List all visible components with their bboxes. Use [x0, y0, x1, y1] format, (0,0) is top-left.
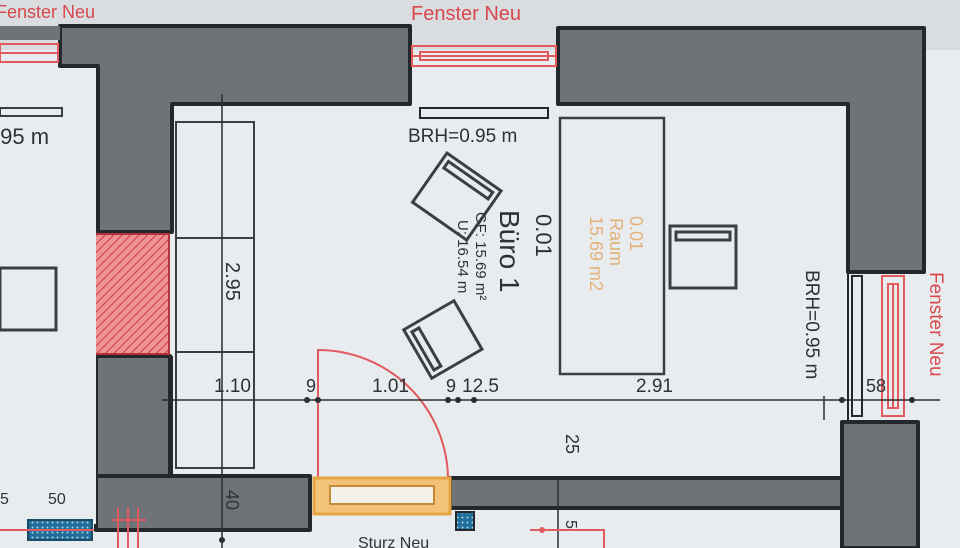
desk-chair — [668, 224, 738, 290]
armchair-top — [410, 150, 504, 243]
shelf-unit — [175, 121, 255, 469]
room-number: 0.01 — [531, 214, 556, 257]
dim-2-91: 2.91 — [636, 376, 673, 397]
dim-9-a: 9 — [306, 376, 316, 396]
wall-left-lower — [94, 354, 172, 478]
room-tag-type: Raum — [606, 218, 626, 266]
brh-right-label: BRH=0.95 m — [801, 270, 822, 379]
hatched-wall-segment — [94, 233, 170, 355]
room-u-block: U: 16.54 m — [454, 220, 471, 293]
brh-top-label: BRH=0.95 m — [408, 126, 517, 147]
bottom-red-bracket — [530, 529, 605, 548]
room-tag-area: 15.69 m2 — [586, 216, 606, 291]
dim-wall-bottom: 25 — [562, 434, 582, 454]
room-label-block: 0.01 — [531, 214, 556, 257]
room-name-block: Büro 1 — [494, 210, 525, 293]
room-perimeter: U: 16.54 m — [454, 220, 471, 293]
bottom-red-dot — [539, 527, 545, 533]
lintel-label: Sturz Neu — [358, 535, 429, 548]
walls — [0, 24, 926, 548]
room-tag-area-block: 15.69 m2 — [586, 216, 606, 291]
wall-bottom-right — [840, 420, 920, 548]
wall-top-far-left — [0, 26, 60, 40]
desk — [558, 116, 666, 376]
dimension-lines — [162, 94, 940, 548]
column-marker — [455, 511, 475, 531]
dim-1-01: 1.01 — [372, 376, 409, 397]
window-top — [411, 45, 557, 67]
window-right-label: Fenster Neu — [925, 272, 946, 377]
room-tag-type-block: Raum — [606, 218, 626, 266]
left-room — [0, 104, 96, 524]
dim-58: 58 — [866, 376, 886, 396]
dim-1-10: 1.10 — [214, 376, 251, 397]
room-tag-number: 0.01 — [626, 216, 646, 251]
room-outline — [171, 103, 849, 476]
wall-top-left — [58, 24, 412, 234]
left-room-brh: .95 m — [0, 124, 49, 149]
room-tag-number-block: 0.01 — [626, 216, 646, 251]
room-gf-area: GF: 15.69 m² — [472, 212, 489, 300]
sill-right — [851, 275, 863, 417]
armchair-bottom — [401, 298, 485, 381]
window-right — [881, 275, 905, 417]
left-room-chair — [0, 266, 58, 332]
wall-bottom — [448, 476, 844, 510]
dim-12-5: 12.5 — [462, 376, 499, 397]
door — [312, 348, 452, 516]
room-name: Büro 1 — [494, 210, 525, 293]
left-room-sill — [0, 107, 63, 117]
dim-wall-bottom-left: 40 — [222, 490, 242, 510]
stair-marker — [112, 508, 146, 548]
dim-left-b: 50 — [48, 491, 66, 508]
dimension-ticks — [219, 397, 915, 543]
room-gf-block: GF: 15.69 m² — [472, 212, 489, 300]
dim-bottom-right: 5 — [562, 520, 579, 529]
sill-top — [419, 107, 549, 119]
window-top-label: Fenster Neu — [411, 3, 521, 25]
dim-shelf-height: 2.95 — [221, 262, 243, 301]
window-top-left — [0, 43, 59, 63]
dim-left-a: 5 — [0, 491, 9, 508]
dim-9-b: 9 — [446, 376, 456, 396]
window-top-left-label: Fenster Neu — [0, 2, 95, 22]
